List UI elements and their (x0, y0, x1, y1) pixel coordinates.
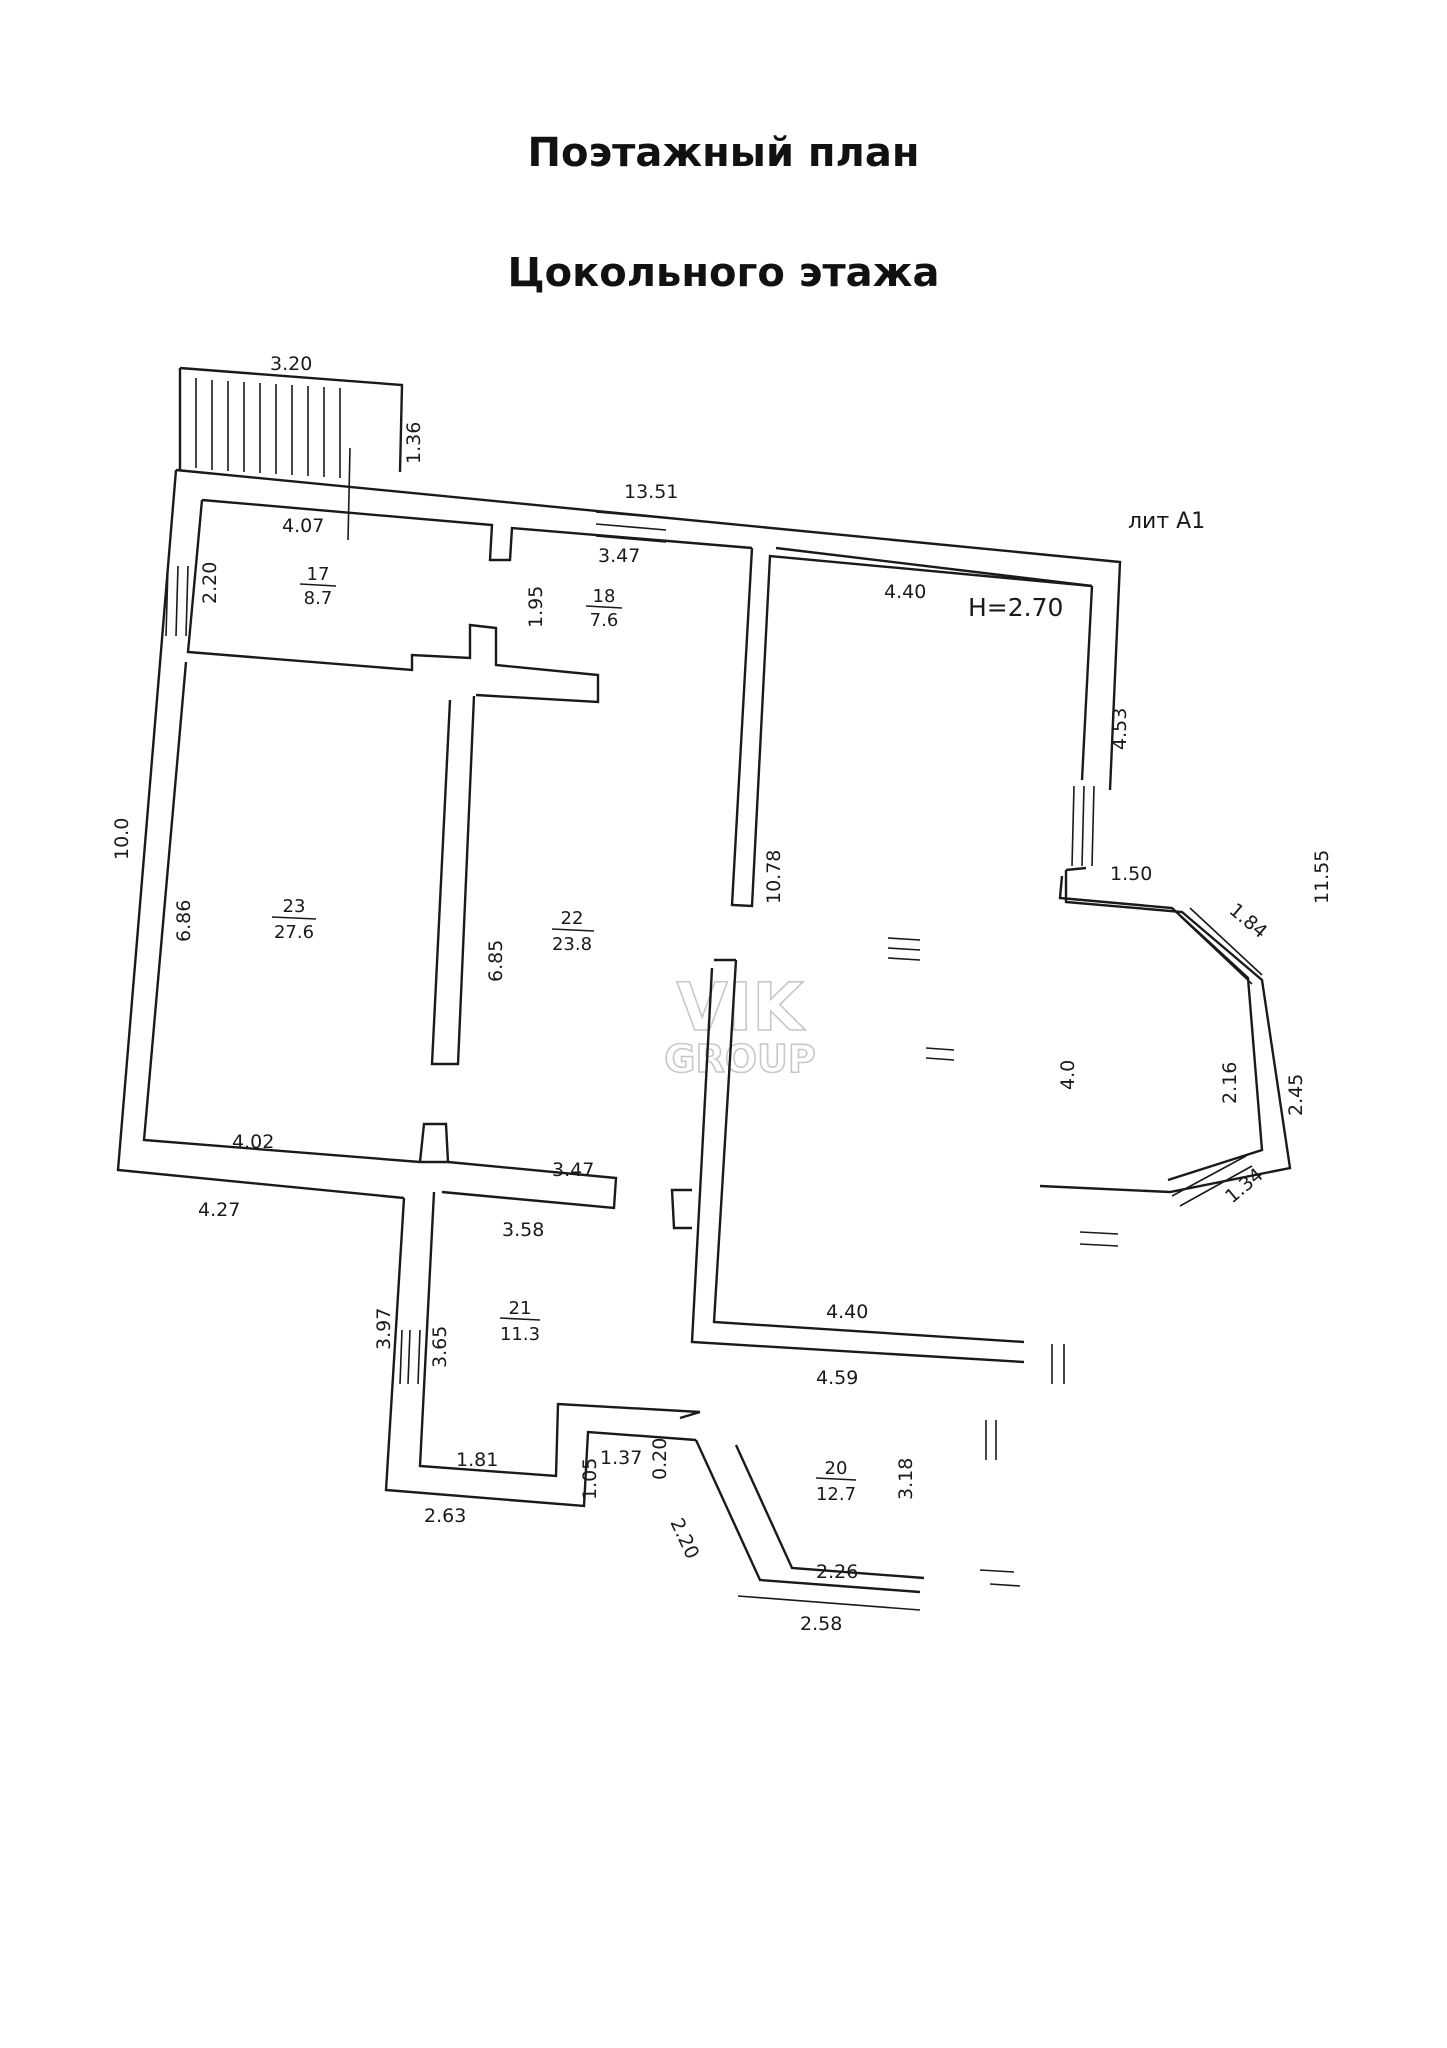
svg-text:7.6: 7.6 (590, 610, 619, 631)
dimension-label: 4.53 (1109, 708, 1131, 750)
svg-text:8.7: 8.7 (304, 588, 333, 609)
dimension-label: 1.34 (1221, 1164, 1268, 1208)
page-title: Поэтажный план (527, 130, 920, 176)
dimension-label: 3.47 (598, 545, 640, 567)
svg-text:20: 20 (825, 1458, 848, 1479)
watermark-bottom: GROUP (664, 1037, 815, 1081)
dimension-label: 4.59 (816, 1367, 858, 1389)
dimension-label: 4.02 (232, 1131, 274, 1153)
dimension-label: 4.40 (826, 1301, 868, 1323)
dimension-label: 2.26 (816, 1561, 858, 1583)
room-18: 18 7.6 (585, 586, 623, 631)
dimension-label: 1.95 (525, 586, 547, 628)
room-17: 17 8.7 (299, 564, 337, 609)
outer-walls (116, 468, 1292, 1611)
dimension-label: 3.58 (502, 1219, 544, 1241)
dimension-label: 13.51 (624, 481, 678, 503)
watermark: VIK GROUP (663, 968, 816, 1082)
room-22: 22 23.8 (552, 908, 595, 955)
svg-text:22: 22 (561, 908, 584, 929)
dimension-label: 1.36 (403, 422, 425, 464)
svg-text:23: 23 (283, 896, 306, 917)
lit-label: лит А1 (1128, 509, 1205, 534)
dimension-label: 4.40 (884, 581, 926, 603)
dimension-label: 1.05 (579, 1458, 601, 1500)
dimension-label: 3.65 (429, 1326, 451, 1368)
dimension-label: 1.84 (1225, 899, 1272, 943)
svg-text:27.6: 27.6 (274, 922, 314, 943)
room-20: 20 12.7 (815, 1458, 857, 1505)
dimension-label: 1.50 (1110, 863, 1152, 885)
dimension-label: 6.85 (485, 940, 507, 982)
dimension-label: 3.47 (552, 1159, 594, 1181)
svg-text:12.7: 12.7 (816, 1484, 856, 1505)
dimension-label: 10.78 (763, 850, 785, 904)
scan-marks (887, 937, 1119, 1587)
svg-text:11.3: 11.3 (500, 1324, 540, 1345)
dimension-label: 4.27 (198, 1199, 240, 1221)
page-subtitle: Цокольного этажа (507, 250, 940, 296)
dimension-label: 3.18 (895, 1458, 917, 1500)
svg-text:17: 17 (307, 564, 330, 585)
dimension-label: 2.16 (1219, 1062, 1241, 1104)
openings (165, 511, 1095, 1385)
dimension-label: 2.58 (800, 1613, 842, 1635)
dimension-label: 6.86 (173, 900, 195, 942)
dimension-label: 2.45 (1285, 1074, 1307, 1116)
dimension-label: 4.07 (282, 515, 324, 537)
dimension-label: 2.20 (665, 1515, 703, 1563)
dimension-label: 11.55 (1311, 850, 1333, 904)
watermark-top: VIK (677, 969, 807, 1046)
dimension-label: 3.97 (373, 1308, 395, 1350)
dimension-label: 1.81 (456, 1449, 498, 1471)
dimension-label: 1.37 (600, 1447, 642, 1469)
dimension-label: 4.0 (1057, 1060, 1079, 1090)
dimension-label: 10.0 (111, 818, 133, 860)
dimension-label: 3.20 (270, 353, 312, 375)
dimension-label: 2.20 (199, 562, 221, 604)
room-21: 21 11.3 (499, 1298, 541, 1345)
svg-text:21: 21 (509, 1298, 532, 1319)
svg-text:18: 18 (593, 586, 616, 607)
svg-text:23.8: 23.8 (552, 934, 592, 955)
entrance-stair (178, 366, 404, 541)
dimension-label: 2.63 (424, 1505, 466, 1527)
room-23: 23 27.6 (271, 896, 317, 943)
ceiling-height: H=2.70 (968, 593, 1063, 622)
dimension-label: 0.20 (649, 1438, 671, 1480)
